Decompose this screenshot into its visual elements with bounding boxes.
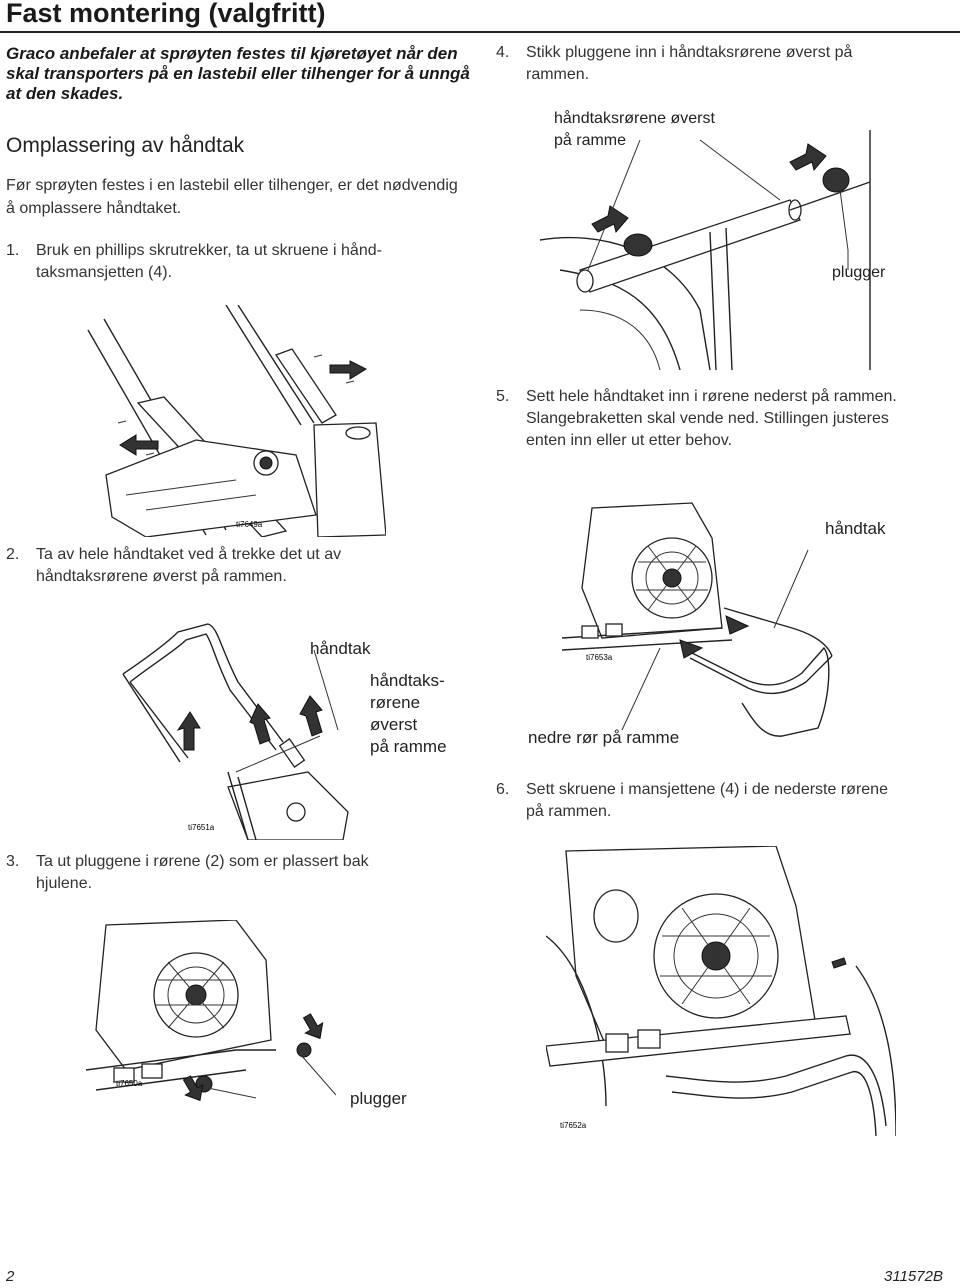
step-text: Ta ut pluggene i rørene (2) som er plass… — [36, 853, 369, 870]
figure-id: ti7649a — [236, 520, 263, 529]
figure-id: ti7653a — [586, 653, 613, 662]
step-1: 1. Bruk en phillips skrutrekker, ta ut s… — [6, 240, 466, 286]
step-text-cont: håndtaksrørene øverst på rammen. — [36, 568, 287, 585]
arrow-icon — [679, 639, 704, 659]
step-number: 5. — [496, 388, 510, 405]
step-text-cont: Slangebraketten skal vende ned. Stilling… — [526, 410, 889, 427]
arrow-icon — [299, 695, 323, 737]
step-text: Sett hele håndtaket inn i rørene nederst… — [526, 388, 897, 405]
step-text-cont: på rammen. — [526, 803, 612, 820]
plug — [623, 233, 653, 257]
step-text: Sett skruene i mansjettene (4) i de nede… — [526, 781, 888, 798]
label-line: på ramme — [370, 737, 447, 756]
label-line: håndtaksrørene øverst — [554, 110, 715, 127]
document-number: 311572B — [884, 1268, 943, 1285]
section-heading: Omplassering av håndtak — [6, 134, 245, 157]
label-line: håndtaks- — [370, 671, 445, 690]
step-text-cont: enten inn eller ut etter behov. — [526, 432, 733, 449]
arrow-icon — [329, 360, 368, 380]
step-text: Stikk pluggene inn i håndtaksrørene øver… — [526, 44, 853, 61]
arrow-icon — [789, 143, 827, 172]
label-line: rørene — [370, 693, 421, 712]
handle-outline — [681, 646, 830, 737]
figure-id: ti7650a — [116, 1079, 143, 1088]
label-upper-tubes: håndtaksrørene øverst på ramme — [554, 108, 715, 152]
step-number: 3. — [6, 853, 20, 870]
arrow-icon — [591, 205, 629, 234]
label-line: øverst — [370, 715, 418, 734]
step-4: 4. Stikk pluggene inn i håndtaksrørene ø… — [496, 42, 956, 88]
step-number: 2. — [6, 546, 20, 563]
step-number: 1. — [6, 242, 20, 259]
arrow-icon — [119, 434, 159, 456]
arrow-icon — [176, 711, 201, 751]
figure-id: ti7651a — [188, 823, 215, 832]
figure-install-screws: ti7652a — [546, 846, 896, 1137]
screw — [831, 957, 847, 969]
step-text-cont: hjulene. — [36, 875, 93, 892]
figure-remove-screws: ti7649a — [87, 305, 386, 537]
plug — [822, 167, 850, 193]
section-intro: Før sprøyten festes i en lastebil eller … — [6, 177, 458, 217]
page-title: Fast montering (valgfritt) — [6, 0, 326, 28]
step-text: Ta av hele håndtaket ved å trekke det ut… — [36, 546, 342, 563]
step-text: Bruk en phillips skrutrekker, ta ut skru… — [36, 242, 382, 259]
step-text-cont: taksmansjetten (4). — [36, 264, 173, 281]
handle-outline — [122, 623, 284, 743]
label-upper-tubes: håndtaks- rørene øverst på ramme — [370, 670, 447, 758]
figure-insert-handle: ti7653a — [562, 502, 833, 737]
label-plugs: plugger — [832, 264, 886, 281]
title-rule — [0, 31, 960, 33]
figure-insert-plugs — [540, 130, 871, 370]
step-number: 6. — [496, 781, 510, 798]
step-5: 5. Sett hele håndtaket inn i rørene nede… — [496, 386, 956, 452]
lead-paragraph: Graco anbefaler at sprøyten festes til k… — [6, 44, 470, 103]
step-text-cont: rammen. — [526, 66, 590, 83]
step-6: 6. Sett skruene i mansjettene (4) i de n… — [496, 779, 956, 825]
step-3: 3. Ta ut pluggene i rørene (2) som er pl… — [6, 851, 466, 897]
arrow-icon — [302, 1013, 324, 1040]
label-handle: håndtak — [310, 639, 371, 658]
arrow-icon — [182, 1075, 204, 1102]
page-number: 2 — [6, 1268, 15, 1285]
label-line: på ramme — [554, 132, 627, 149]
lower-frame-tube — [546, 1015, 851, 1067]
arrow-icon — [725, 615, 750, 635]
figure-remove-handle: ti7651a — [122, 623, 349, 840]
arrow-icon — [249, 703, 271, 745]
label-lower-tubes: nedre rør på ramme — [528, 728, 680, 747]
figure-remove-plugs: ti7650a — [86, 920, 336, 1120]
step-number: 4. — [496, 44, 510, 61]
figure-id: ti7652a — [560, 1121, 587, 1130]
step-2: 2. Ta av hele håndtaket ved å trekke det… — [6, 544, 466, 590]
handle-outline — [665, 1054, 887, 1127]
label-plugs: plugger — [350, 1089, 407, 1108]
label-handle: håndtak — [825, 519, 886, 538]
